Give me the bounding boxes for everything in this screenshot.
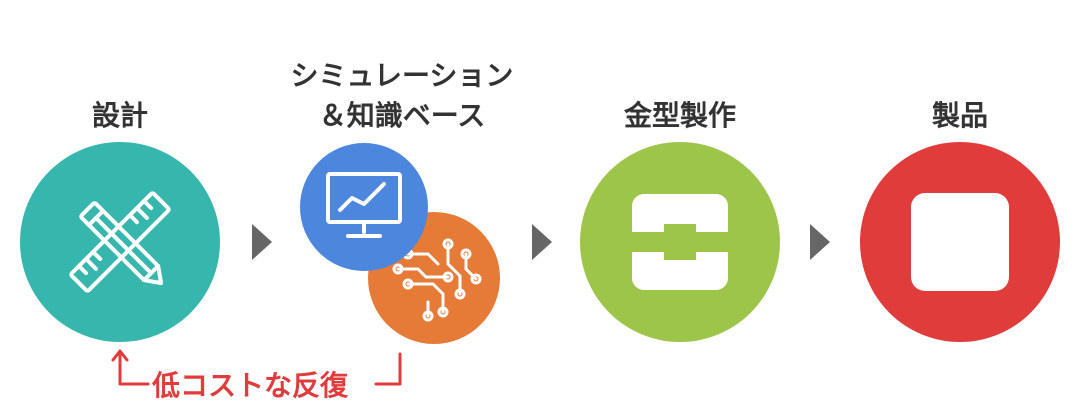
stage-label-design: 設計 — [91, 99, 148, 132]
flow-arrow-1 — [252, 224, 272, 260]
mold-icon — [632, 194, 728, 290]
stage-label-simulation-line1: シミュレーション — [290, 59, 514, 92]
flow-arrow-2 — [532, 224, 552, 260]
flow-arrow-3 — [810, 224, 830, 260]
ruler-pencil-icon — [60, 182, 180, 302]
product-square-icon — [911, 193, 1009, 291]
iteration-loop-arrow — [108, 346, 408, 394]
monitor-chart-icon — [324, 170, 404, 242]
iteration-label: 低コストな反復 — [152, 369, 349, 402]
stage-label-simulation-line2: ＆知識ベース — [318, 99, 486, 132]
circuit-brain-icon — [388, 224, 488, 324]
stage-label-mold: 金型製作 — [623, 99, 736, 132]
simulation-circle — [300, 143, 428, 271]
mold-circle — [580, 142, 780, 342]
stage-label-product: 製品 — [931, 99, 988, 132]
